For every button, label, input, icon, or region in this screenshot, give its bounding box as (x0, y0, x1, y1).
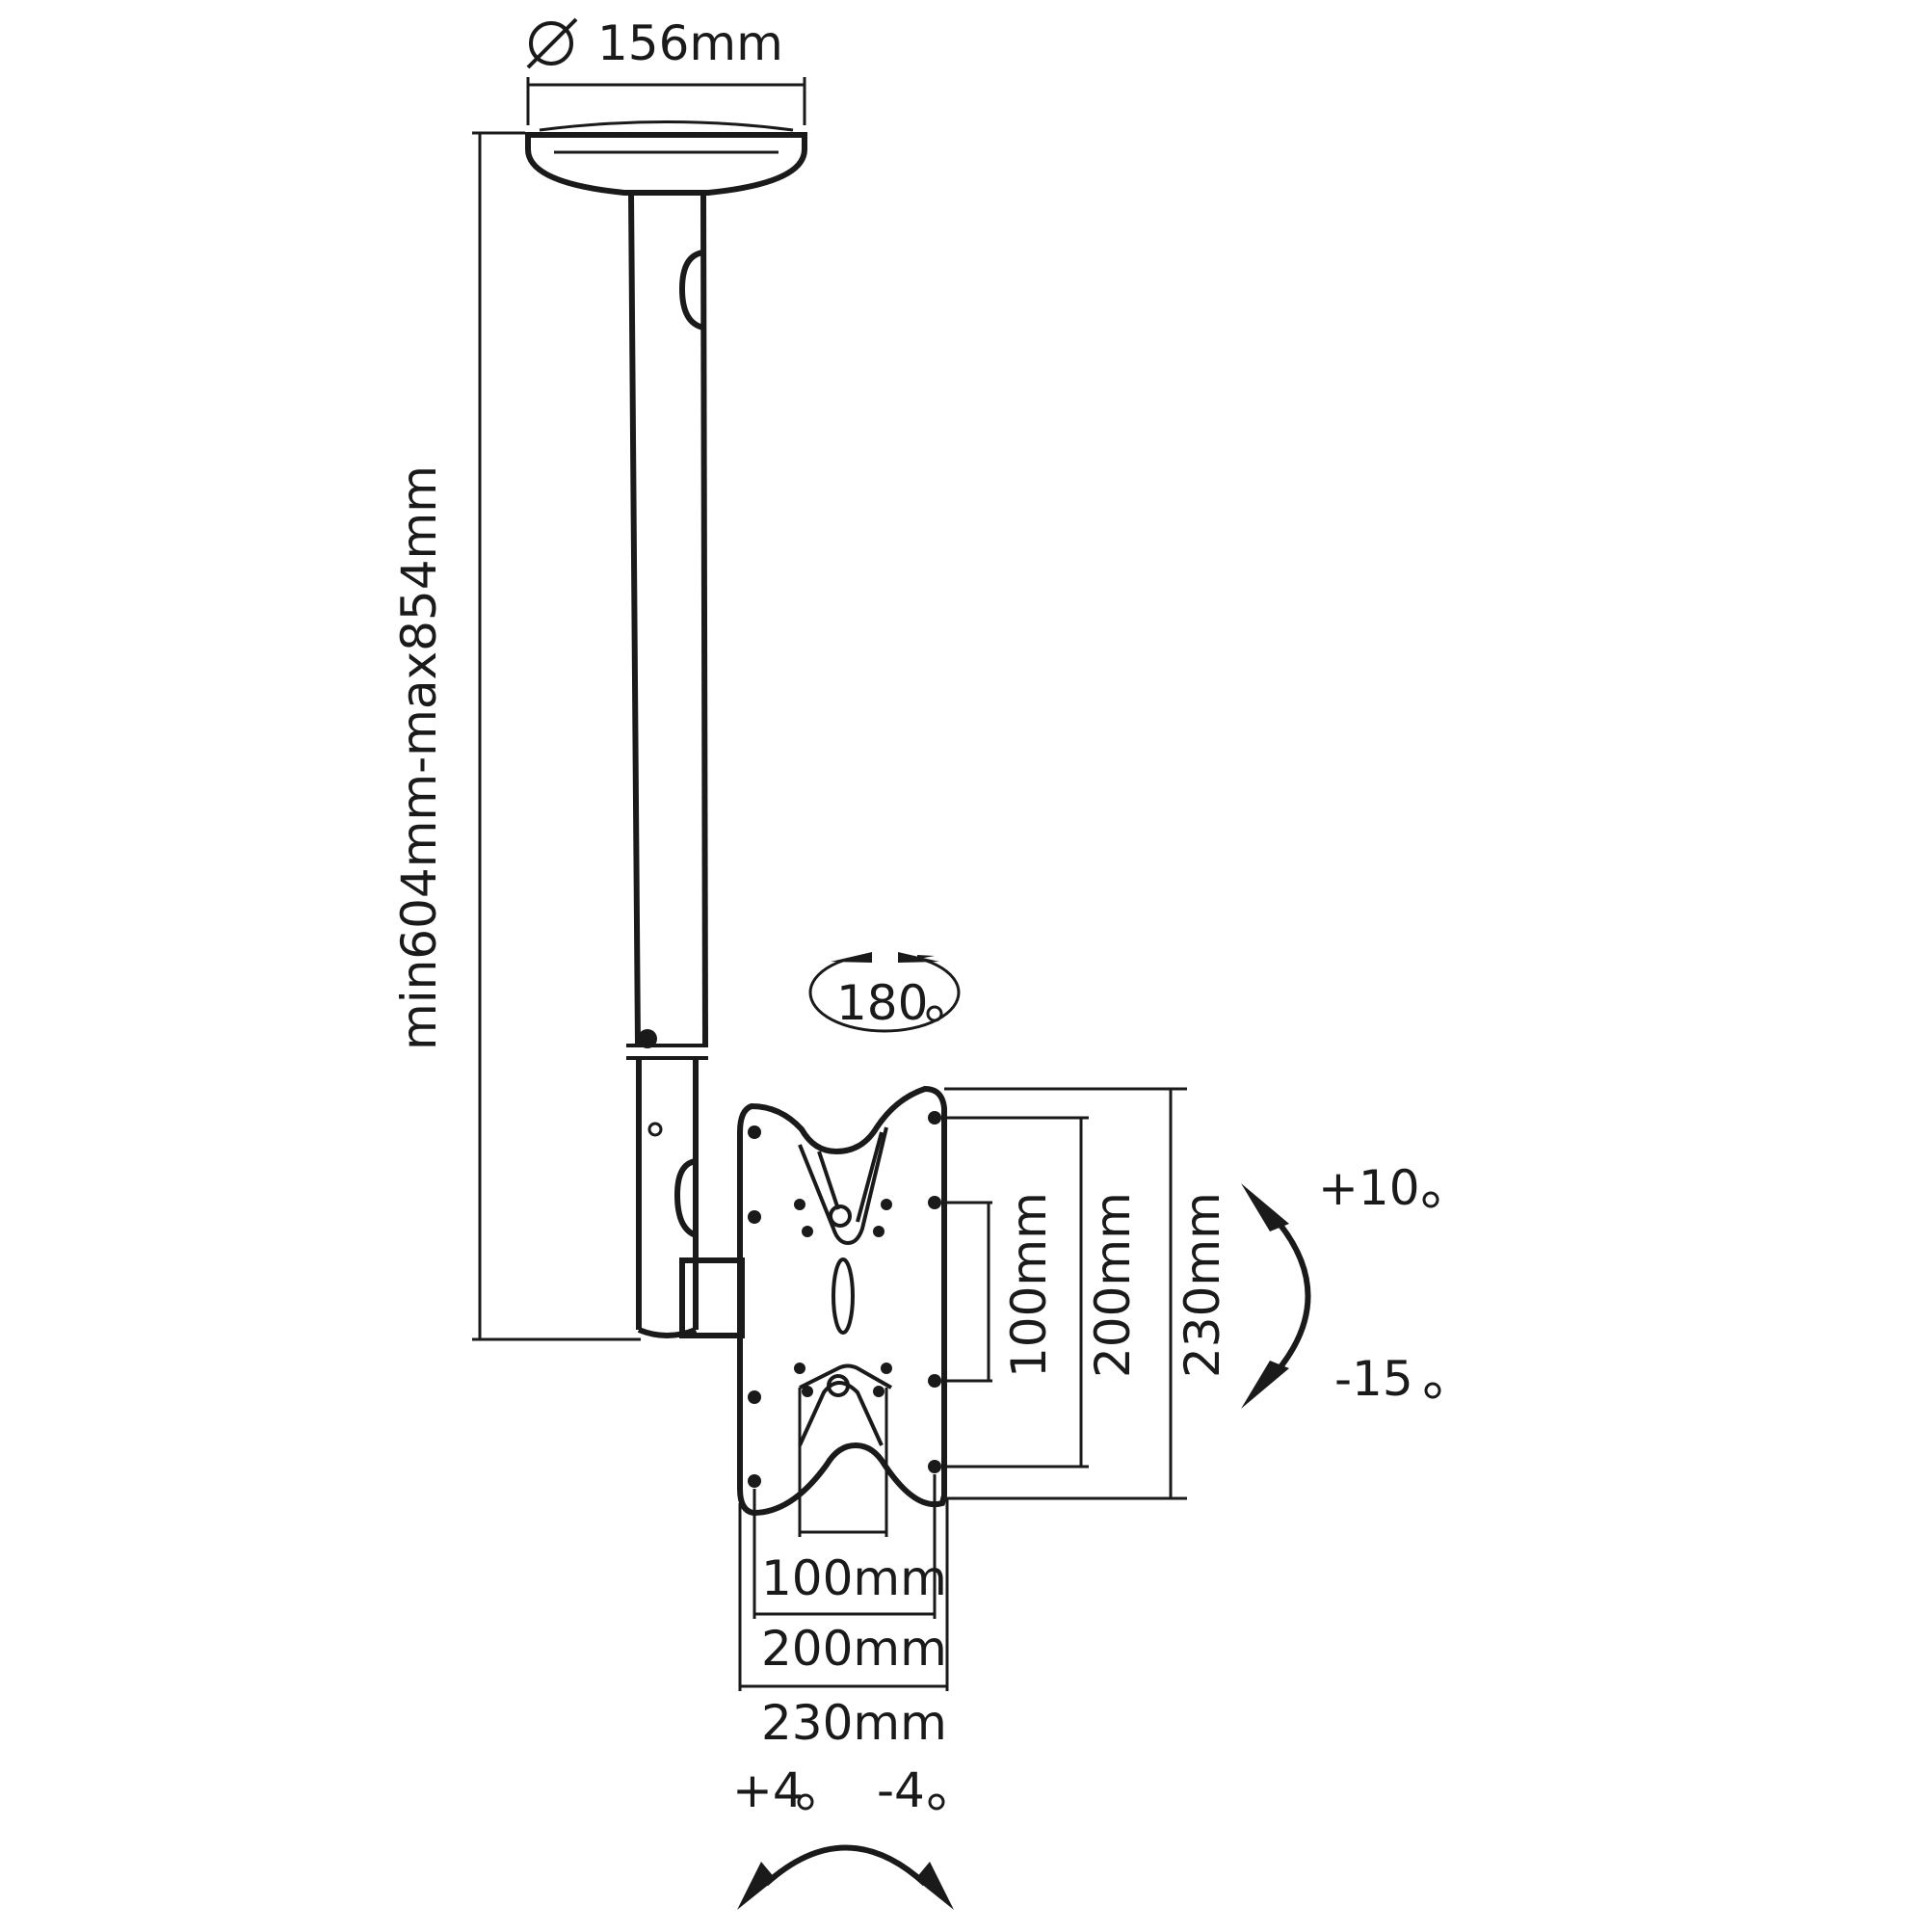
tilt-down-label: -15 (1334, 1351, 1413, 1407)
diameter-symbol-icon (526, 17, 578, 69)
mounting-holes (748, 1111, 941, 1488)
locking-pin (638, 1029, 657, 1048)
swivel-right-label: -4 (877, 1762, 925, 1818)
plate-height-label: 230mm (1175, 1192, 1230, 1378)
pole-length-label: min604mm-max854mm (391, 465, 447, 1050)
rotation-arrow-left-head-icon (831, 952, 872, 963)
degree-circle-icon (1424, 1382, 1441, 1399)
vesa-vertical-outer-label: 200mm (1085, 1192, 1141, 1378)
tilt-up-arrow-icon (1241, 1183, 1289, 1231)
rotation-arrow-right-head-icon (898, 952, 939, 963)
swivel-left-arrow-icon (737, 1862, 776, 1910)
vesa-horizontal-inner-label: 100mm (761, 1550, 947, 1606)
rotation-label: 180 (836, 975, 928, 1031)
plate-width-label: 230mm (761, 1695, 947, 1751)
vesa-plate (737, 1085, 947, 1517)
horizontal-dimensions: 100mm 200mm 230mm (738, 1388, 949, 1751)
swivel-indicator: +4 -4 (732, 1762, 954, 1910)
degree-circle-icon (928, 1793, 945, 1811)
diameter-dimension: 156mm (526, 15, 806, 125)
vesa-vertical-inner-label: 100mm (1001, 1192, 1057, 1378)
vertical-dimensions: 100mm 200mm 230mm (942, 1087, 1230, 1500)
degree-circle-icon (1422, 1191, 1439, 1208)
tilt-down-arrow-icon (1241, 1361, 1289, 1409)
tilt-up-label: +10 (1318, 1160, 1420, 1216)
swivel-right-arrow-icon (915, 1862, 954, 1910)
pole-length-dimension: min604mm-max854mm (391, 131, 641, 1341)
diameter-label: 156mm (597, 15, 783, 71)
swivel-left-label: +4 (732, 1762, 804, 1818)
telescopic-pole (626, 192, 745, 1338)
degree-circle-icon (926, 1005, 943, 1022)
tilt-indicator: +10 -15 (1241, 1160, 1441, 1409)
rotation-indicator: 180 (808, 949, 961, 1033)
vesa-horizontal-outer-label: 200mm (761, 1621, 947, 1677)
degree-circle-icon (797, 1793, 814, 1811)
ceiling-plate (525, 120, 807, 196)
